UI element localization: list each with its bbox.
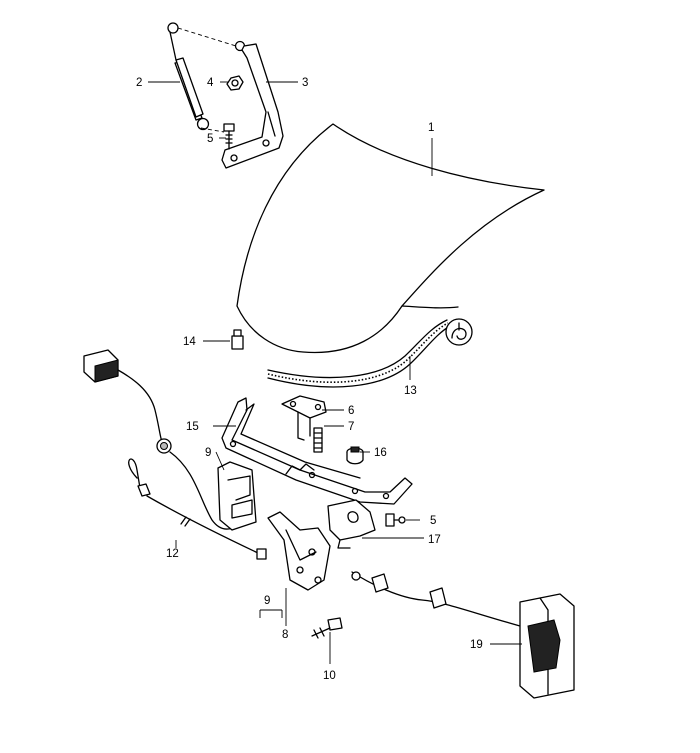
callout-10: 10 [323, 670, 336, 682]
bracket-6[interactable] [281, 395, 327, 441]
callout-8: 8 [282, 629, 288, 641]
bolt-5-bracket[interactable] [385, 513, 406, 527]
callout-15: 15 [186, 421, 199, 433]
hood-switch-connector[interactable] [83, 349, 246, 530]
release-cable[interactable] [128, 458, 267, 560]
callout-2: 2 [136, 77, 142, 89]
catch-bracket[interactable] [217, 461, 257, 531]
leader-lines [148, 81, 522, 664]
callout-5a: 5 [207, 133, 213, 145]
bolt-10[interactable] [311, 617, 343, 639]
release-handle[interactable] [351, 571, 575, 699]
hood-lock[interactable] [267, 511, 331, 591]
hood-hinge[interactable] [221, 40, 284, 169]
callout-12: 12 [166, 548, 179, 560]
gas-strut[interactable] [167, 22, 210, 131]
callout-5b: 5 [430, 515, 436, 527]
callout-9b: 9 [264, 595, 270, 607]
callout-19: 19 [470, 639, 483, 651]
detachable-fastener-symbol [445, 318, 473, 346]
callout-4: 4 [207, 77, 214, 89]
callout-16: 16 [374, 447, 387, 459]
callout-17: 17 [428, 534, 441, 546]
callout-6: 6 [348, 405, 354, 417]
bolt-4[interactable] [226, 75, 244, 91]
callout-3: 3 [302, 77, 308, 89]
hood-panel[interactable] [236, 123, 545, 354]
bolt-7[interactable] [313, 427, 323, 453]
callout-13: 13 [404, 385, 417, 397]
callout-1: 1 [428, 122, 434, 134]
callout-14: 14 [183, 336, 196, 348]
callout-7: 7 [348, 421, 354, 433]
hood-seal[interactable] [267, 319, 451, 388]
rubber-buffer[interactable] [231, 329, 244, 350]
buffer-16[interactable] [346, 446, 364, 465]
callout-labels: 1 2 3 4 5 14 13 15 6 7 16 9 5 17 12 9 8 … [136, 77, 483, 682]
callout-9a: 9 [205, 447, 211, 459]
bracket-17[interactable] [327, 499, 376, 549]
lock-support-plate[interactable] [221, 397, 413, 505]
bolt-5-hinge[interactable] [223, 123, 235, 150]
